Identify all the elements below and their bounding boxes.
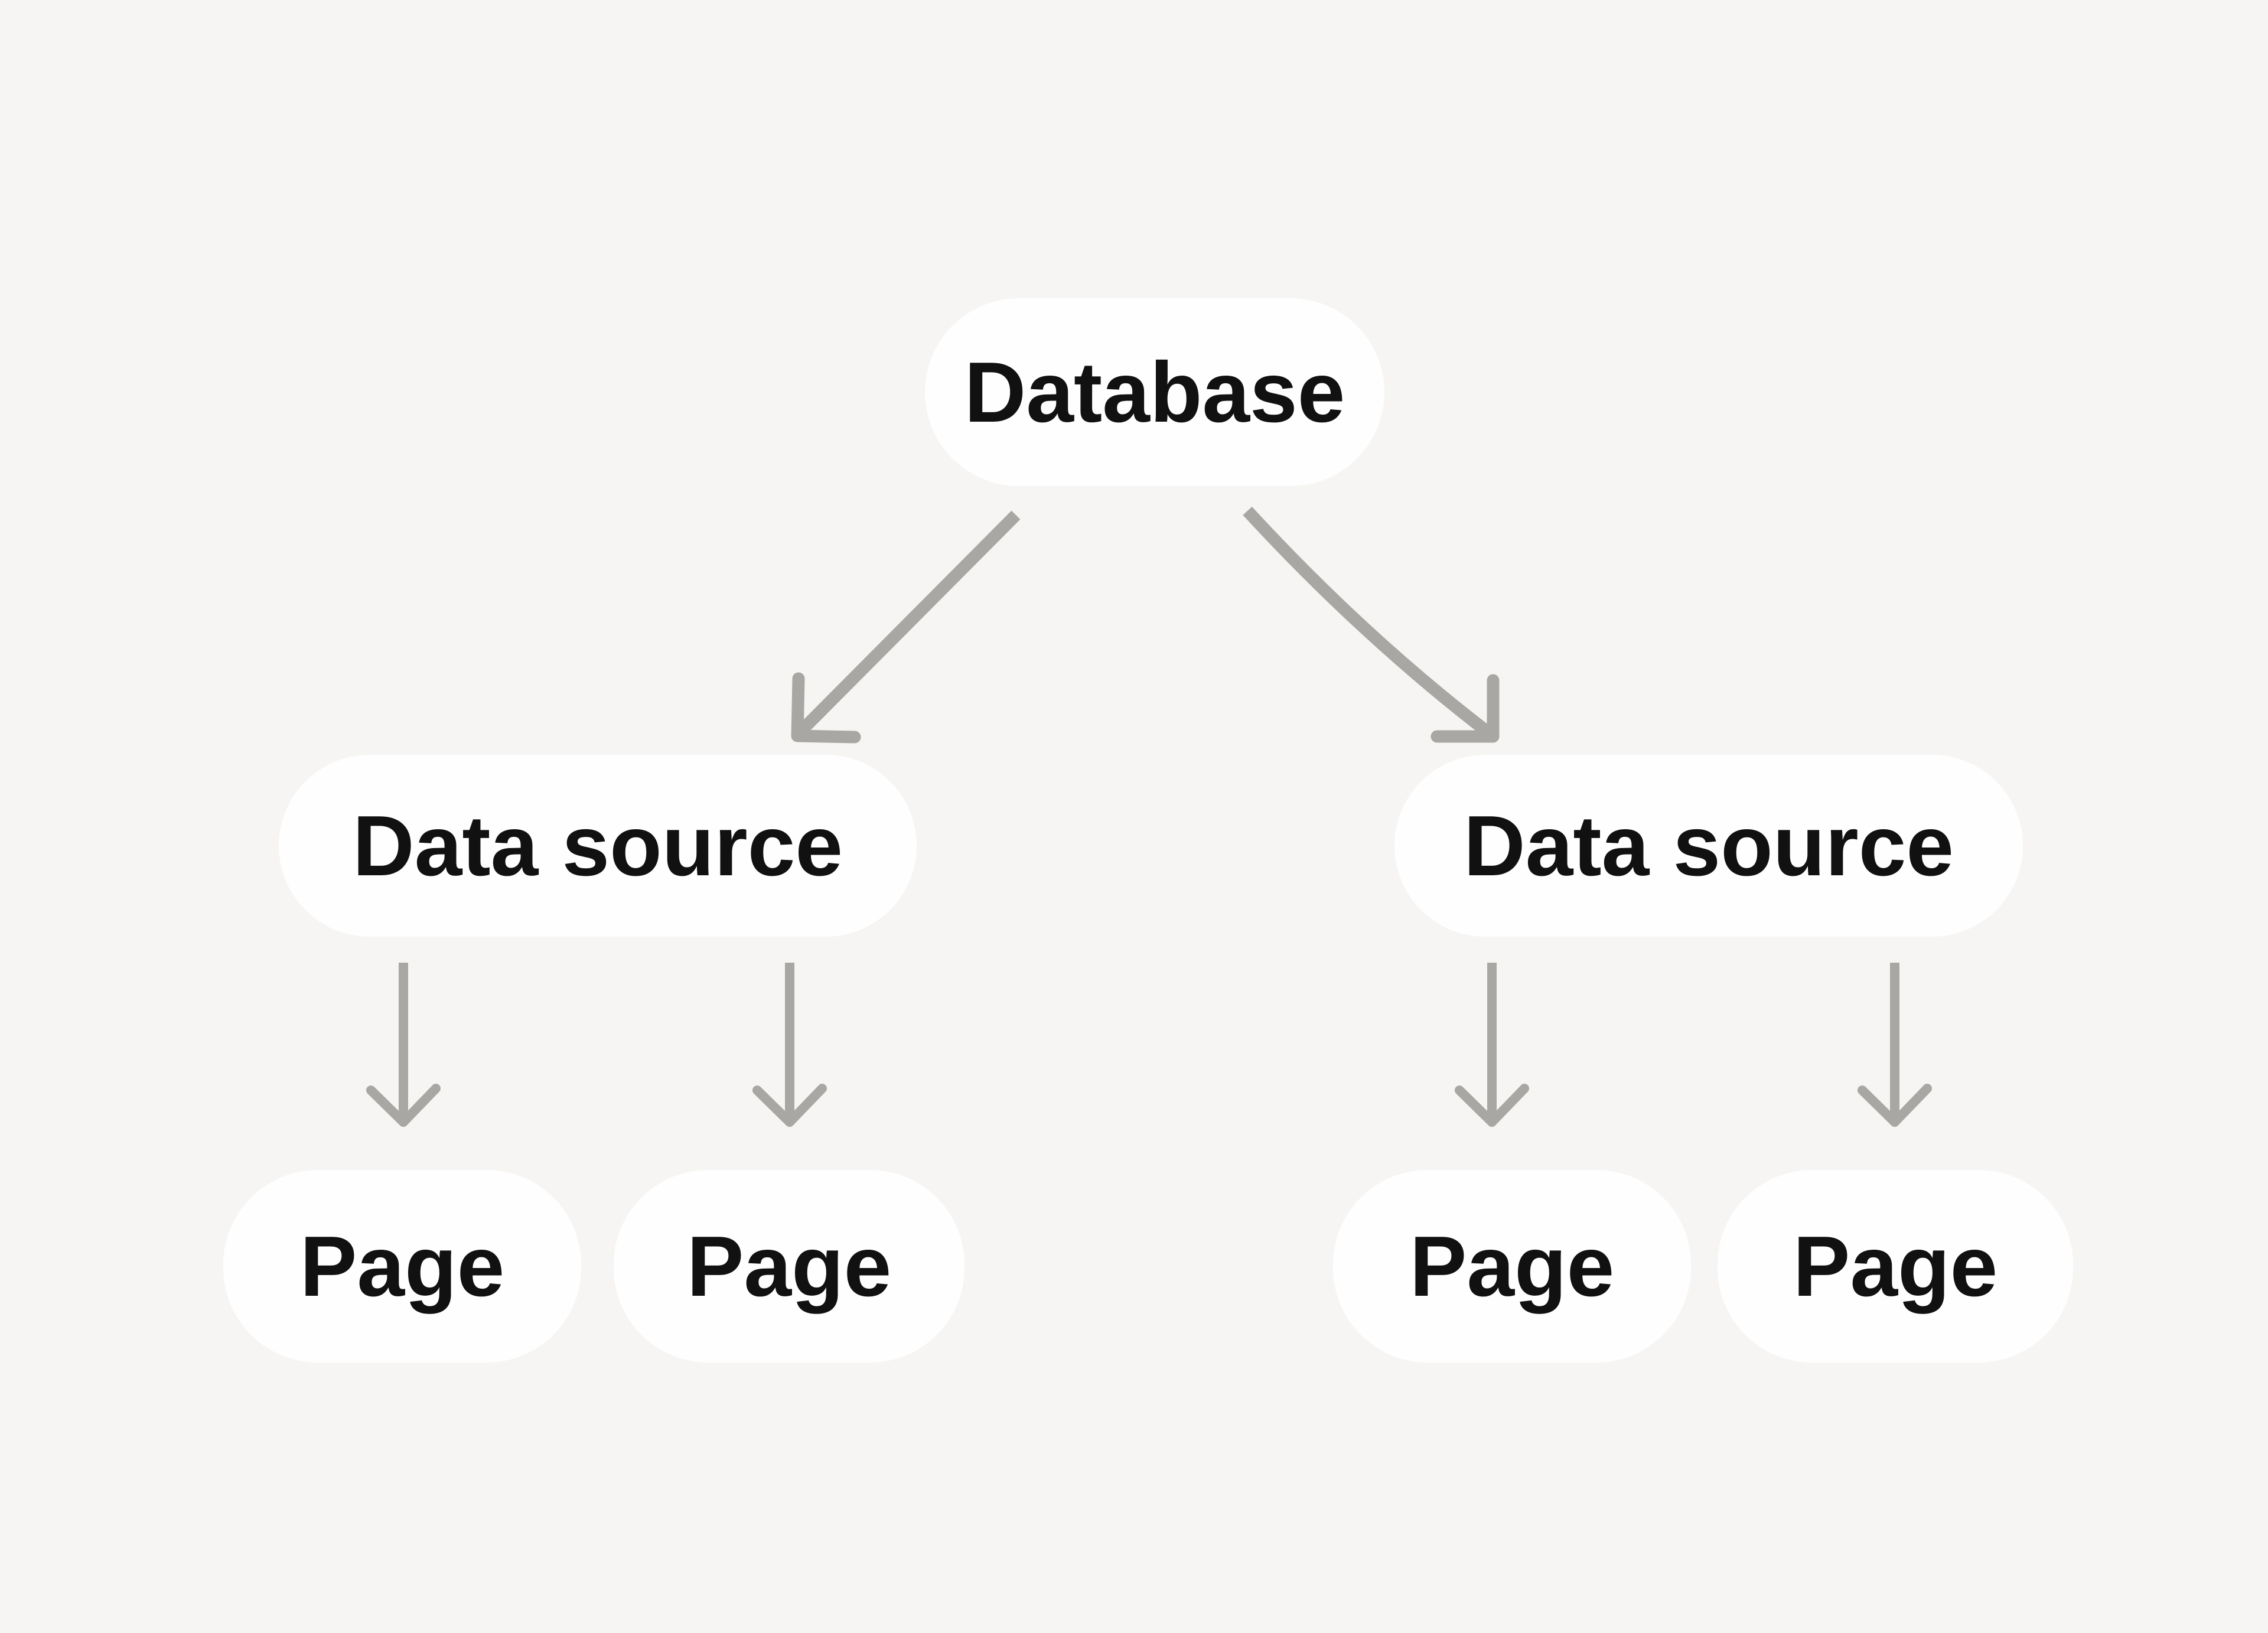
node-datasource-right-label: Data source	[1463, 797, 1954, 894]
arrow-database-to-datasource-left-icon	[791, 510, 1021, 744]
node-page-3: Page	[1333, 1170, 1691, 1363]
node-page-2: Page	[614, 1170, 964, 1363]
arrow-datasource-left-to-page-1-icon	[366, 963, 441, 1127]
arrow-database-to-datasource-right-icon	[1243, 506, 1500, 743]
node-page-1: Page	[223, 1170, 581, 1363]
node-datasource-left-label: Data source	[352, 797, 843, 894]
node-datasource-left: Data source	[279, 755, 917, 937]
node-page-2-label: Page	[686, 1218, 892, 1314]
node-page-4-label: Page	[1793, 1218, 1998, 1314]
node-page-3-label: Page	[1409, 1218, 1615, 1314]
arrow-datasource-right-to-page-3-icon	[1455, 963, 1529, 1127]
arrow-datasource-left-to-page-2-icon	[752, 963, 827, 1127]
node-database: Database	[925, 298, 1384, 486]
arrow-datasource-right-to-page-4-icon	[1858, 963, 1932, 1127]
node-page-1-label: Page	[299, 1218, 505, 1314]
node-page-4: Page	[1718, 1170, 2073, 1363]
node-datasource-right: Data source	[1394, 755, 2023, 937]
node-database-label: Database	[964, 344, 1345, 440]
